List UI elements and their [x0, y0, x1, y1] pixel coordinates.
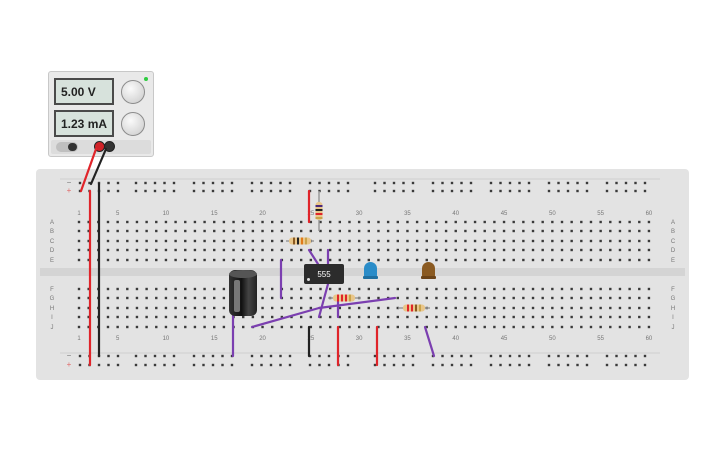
row-letter: A	[50, 220, 54, 226]
row-letter: F	[671, 287, 675, 293]
voltage-display: 5.00 V	[54, 78, 114, 105]
column-number: 40	[452, 211, 459, 217]
column-number: 30	[356, 336, 363, 342]
electrolytic-capacitor[interactable]	[229, 270, 257, 316]
column-number: 60	[646, 336, 653, 342]
wire-purple-6[interactable]	[307, 248, 320, 266]
pin1-marker-icon	[307, 278, 310, 281]
column-number: 1	[77, 211, 81, 217]
column-number: 45	[501, 336, 508, 342]
wire-purple-4[interactable]	[317, 296, 397, 310]
psu-control-strip	[51, 140, 151, 154]
rail-sign: −	[67, 351, 72, 360]
row-letter: J	[51, 325, 54, 331]
row-letter: E	[50, 258, 54, 264]
column-number: 60	[646, 211, 653, 217]
capacitor-polarity-stripe	[234, 280, 240, 312]
resistor-top[interactable]	[286, 237, 314, 245]
column-number: 15	[211, 211, 218, 217]
wires[interactable]	[79, 147, 436, 367]
voltage-knob[interactable]	[121, 80, 145, 104]
negative-terminal[interactable]	[104, 141, 115, 152]
wire-purple-8[interactable]	[317, 282, 330, 319]
row-letter: E	[671, 258, 675, 264]
breadboard-holes	[40, 178, 685, 367]
row-letter: H	[671, 306, 675, 312]
resistor-middle[interactable]	[328, 294, 360, 302]
resistor-right[interactable]	[398, 304, 430, 312]
column-number: 5	[116, 211, 120, 217]
row-letter: C	[50, 239, 55, 245]
resistor-vertical[interactable]	[315, 191, 323, 231]
column-number: 25	[307, 336, 314, 342]
ic-label: 555	[317, 269, 331, 279]
row-letter: I	[672, 315, 674, 321]
column-number: 45	[501, 211, 508, 217]
current-display: 1.23 mA	[54, 110, 114, 137]
column-number: 35	[404, 336, 411, 342]
column-number: 5	[116, 336, 120, 342]
row-letter: B	[671, 229, 675, 235]
rail-sign: −	[67, 178, 72, 187]
column-number: 1	[77, 336, 81, 342]
row-letter: G	[50, 296, 55, 302]
row-letter: D	[50, 248, 55, 254]
wire-psu-negative[interactable]	[89, 147, 108, 186]
column-number: 50	[549, 336, 556, 342]
row-letter: D	[671, 248, 676, 254]
rail-sign: +	[67, 186, 72, 195]
column-number: 55	[597, 211, 604, 217]
row-letter: J	[672, 325, 675, 331]
row-letter: G	[671, 296, 676, 302]
column-number: 20	[259, 211, 266, 217]
wire-purple-3[interactable]	[250, 306, 321, 329]
timer-ic-555[interactable]: 555	[304, 264, 344, 284]
column-number: 35	[404, 211, 411, 217]
switch-knob-icon	[68, 143, 77, 151]
current-knob[interactable]	[121, 112, 145, 136]
rail-sign: +	[67, 360, 72, 369]
column-number: 10	[163, 336, 170, 342]
row-letter: H	[50, 306, 54, 312]
capacitor-top	[229, 270, 257, 278]
row-letter: C	[671, 239, 676, 245]
column-number: 15	[211, 336, 218, 342]
column-number: 10	[163, 211, 170, 217]
power-switch[interactable]	[56, 142, 78, 152]
column-number: 20	[259, 336, 266, 342]
power-supply[interactable]: 5.00 V 1.23 mA	[48, 71, 154, 157]
led-brown-base	[421, 276, 436, 279]
wire-psu-positive[interactable]	[79, 147, 98, 193]
column-number: 40	[452, 336, 459, 342]
column-number: 25	[307, 211, 314, 217]
row-letter: A	[671, 220, 675, 226]
column-number: 30	[356, 211, 363, 217]
column-number: 50	[549, 211, 556, 217]
resistors[interactable]	[286, 191, 430, 312]
row-letter: F	[50, 287, 54, 293]
led-blue[interactable]	[363, 262, 378, 279]
row-letter: B	[50, 229, 54, 235]
led-brown[interactable]	[421, 262, 436, 279]
led-blue-base	[363, 276, 378, 279]
row-letter: I	[51, 315, 53, 321]
cv-indicator-icon	[144, 77, 148, 81]
wire-purple-5[interactable]	[423, 325, 436, 358]
column-number: 55	[597, 336, 604, 342]
